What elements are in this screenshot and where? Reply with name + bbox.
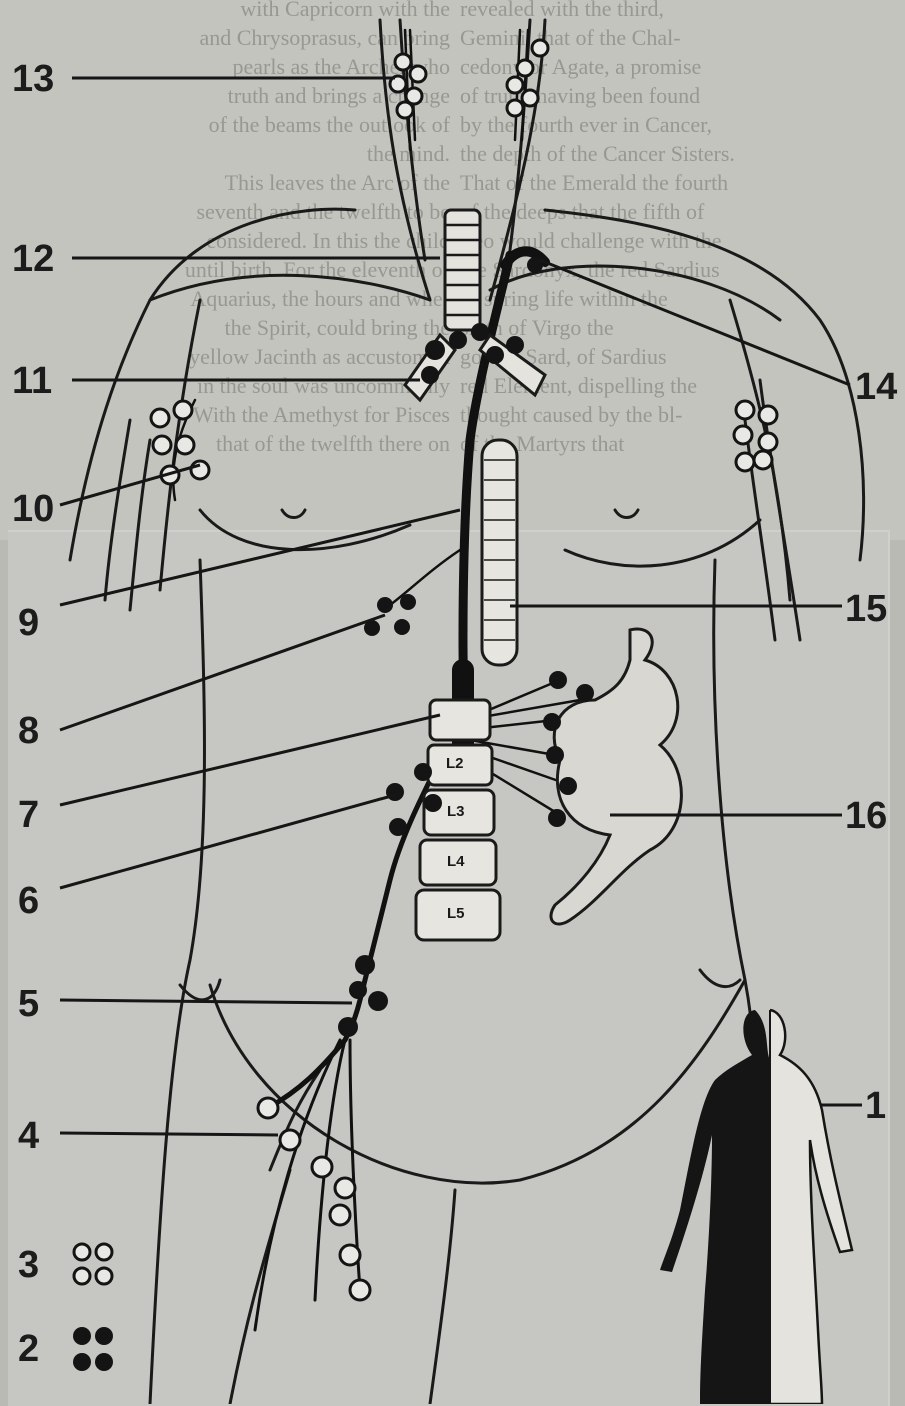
label-11: 11 [12, 362, 52, 400]
label-10: 10 [12, 490, 54, 528]
subclavian-right [490, 266, 780, 320]
shoulder-right [545, 210, 864, 560]
label-13: 13 [12, 60, 54, 98]
subclavian-left [150, 275, 430, 300]
label-9: 9 [18, 604, 39, 642]
nipple-right [615, 510, 638, 518]
shoulder-left [70, 209, 355, 560]
label-12: 12 [12, 240, 54, 278]
chest-right-curve [565, 520, 760, 566]
legend-open-node-symbol [74, 1244, 112, 1284]
label-1: 1 [865, 1087, 886, 1125]
hip-right-curve [700, 970, 740, 987]
label-16: 16 [845, 797, 887, 835]
torso-left-side [150, 560, 204, 1404]
vertebra-l2: L2 [446, 755, 464, 772]
aorta-tube [482, 440, 517, 665]
label-3: 3 [18, 1246, 39, 1284]
vertebra-l3: L3 [447, 803, 465, 820]
intestine [551, 629, 681, 924]
nipple-left [282, 510, 305, 518]
vertebra-l4: L4 [447, 853, 465, 870]
inner-thigh-right [430, 1190, 455, 1404]
trachea [445, 210, 480, 330]
label-6: 6 [18, 882, 39, 920]
label-5: 5 [18, 985, 39, 1023]
intercostal-vessels [390, 550, 460, 605]
abdomen-lower-curve [210, 980, 745, 1183]
inner-thigh-left [230, 1170, 290, 1404]
label-7: 7 [18, 796, 39, 834]
legend-filled-node-symbol [73, 1327, 113, 1371]
label-2: 2 [18, 1330, 39, 1368]
arm-left-lines [105, 420, 150, 610]
inset-figure [660, 1010, 852, 1404]
label-15: 15 [845, 590, 887, 628]
label-4: 4 [18, 1117, 39, 1155]
lumbar-spine [416, 700, 500, 940]
label-8: 8 [18, 712, 39, 750]
vertebra-l5: L5 [447, 905, 465, 922]
label-14: 14 [855, 368, 897, 406]
